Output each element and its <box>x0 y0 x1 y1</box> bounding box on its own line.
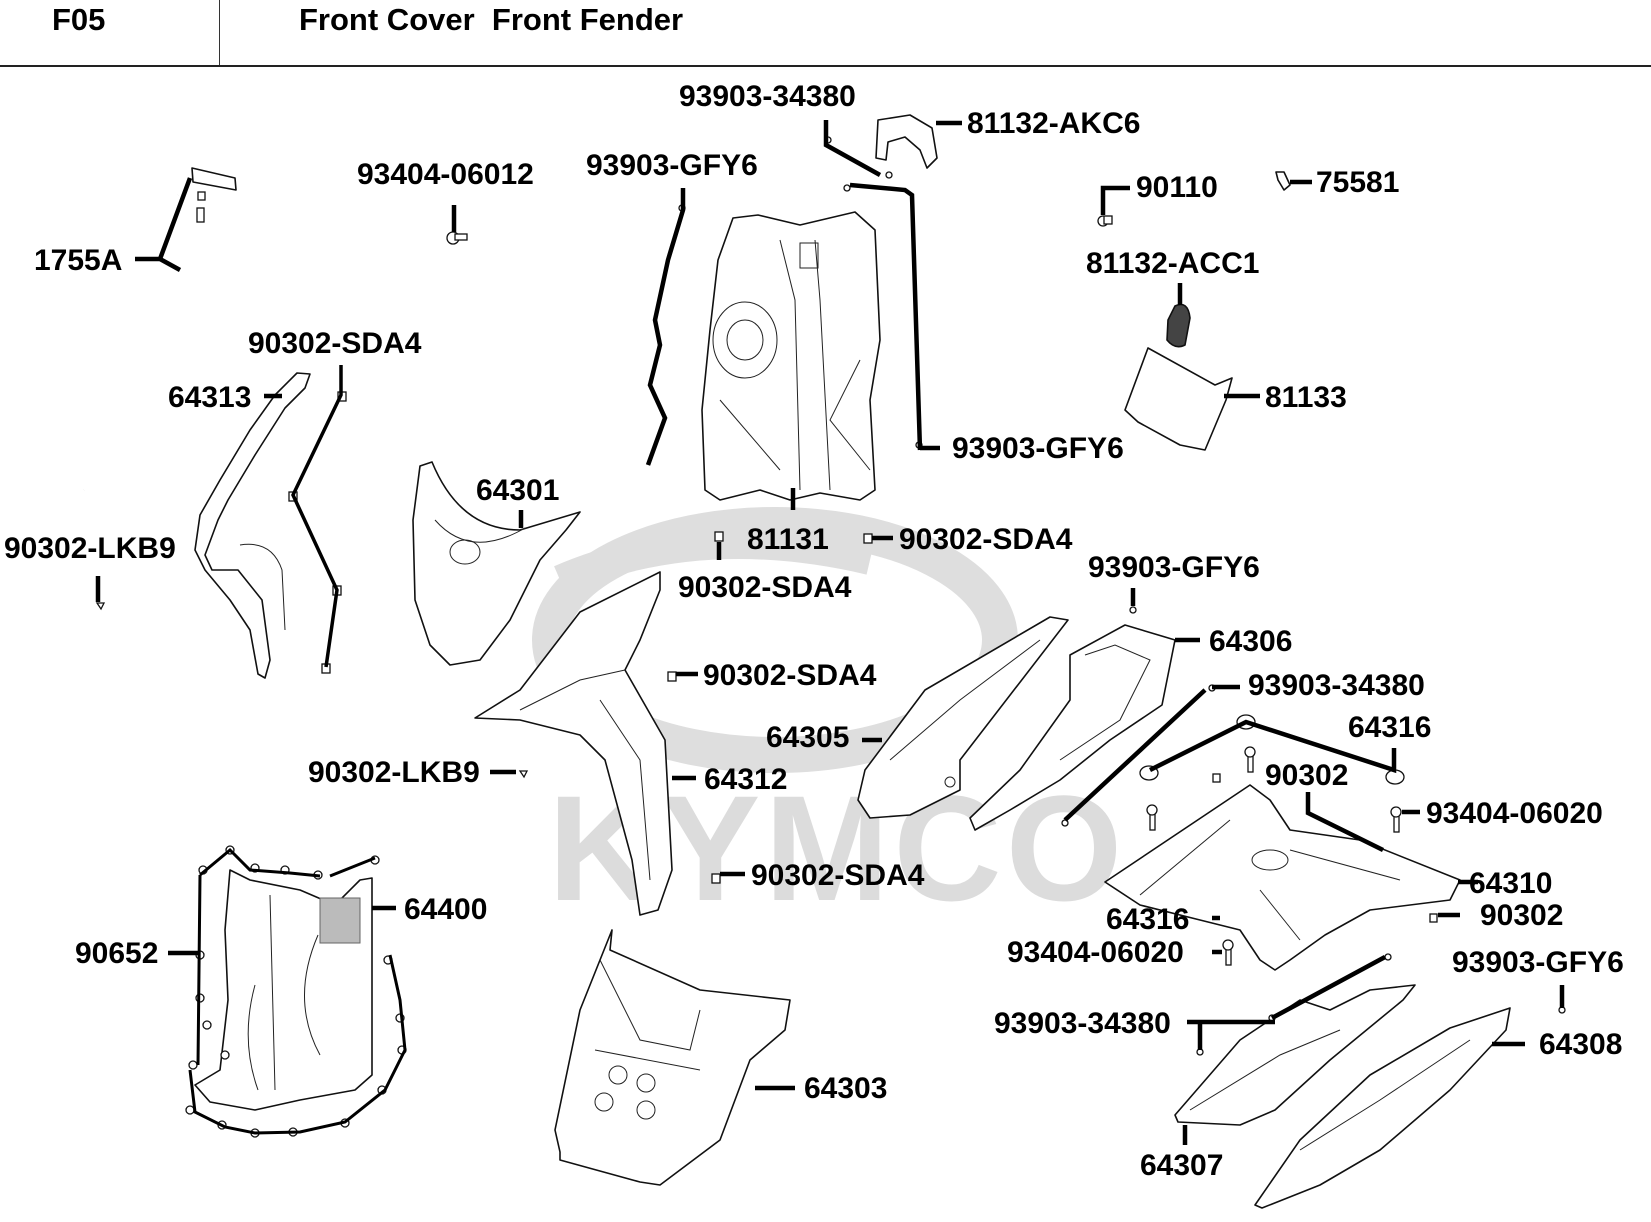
callout-64307[interactable]: 64307 <box>1140 1149 1223 1182</box>
callout-93404-06020-upper[interactable]: 93404-06020 <box>1426 797 1603 830</box>
part-93404-06012-screw[interactable] <box>446 231 468 245</box>
callout-75581[interactable]: 75581 <box>1316 166 1399 199</box>
leader-lines <box>95 120 1565 1145</box>
part-75581-clip[interactable] <box>1275 171 1291 191</box>
part-93404-06020-bolts[interactable] <box>1146 746 1402 966</box>
callout-90110[interactable]: 90110 <box>1136 171 1218 204</box>
callout-90302-lower[interactable]: 90302 <box>1480 899 1563 932</box>
part-1755a-cable[interactable] <box>82 167 237 491</box>
callout-93903-gfy6-lower[interactable]: 93903-GFY6 <box>1452 946 1624 979</box>
callout-93404-06020-lower[interactable]: 93404-06020 <box>1007 936 1184 969</box>
part-81132-acc1[interactable] <box>1166 303 1191 348</box>
part-64303-front-fender[interactable] <box>554 929 791 1186</box>
callout-90302-sda4-lower[interactable]: 90302-SDA4 <box>751 859 925 892</box>
part-64308-lower-cover[interactable] <box>1254 1007 1511 1209</box>
part-64400-inner-fender[interactable] <box>194 869 373 1111</box>
callout-64316-upper[interactable]: 64316 <box>1348 711 1431 744</box>
part-64305-side-cover[interactable] <box>857 616 1069 819</box>
callout-93903-gfy6-mid[interactable]: 93903-GFY6 <box>1088 551 1260 584</box>
callout-90302-sda4-panel[interactable]: 90302-SDA4 <box>703 659 877 692</box>
callout-81133[interactable]: 81133 <box>1265 381 1347 414</box>
part-81131-inner-cover[interactable] <box>701 211 881 501</box>
callout-93903-gfy6-right[interactable]: 93903-GFY6 <box>952 432 1124 465</box>
callout-64316-lower[interactable]: 64316 <box>1106 903 1189 936</box>
callout-90302-lkb9-left[interactable]: 90302-LKB9 <box>4 532 176 565</box>
watermark-swoosh <box>554 529 874 594</box>
part-64301[interactable] <box>412 461 581 666</box>
part-64310-floor-panel[interactable] <box>1104 784 1461 971</box>
callout-64312[interactable]: 64312 <box>704 763 787 796</box>
callout-64303[interactable]: 64303 <box>804 1072 887 1105</box>
callout-64400[interactable]: 64400 <box>404 893 487 926</box>
callout-1755a[interactable]: 1755A <box>34 244 122 277</box>
callout-93903-34380-lower[interactable]: 93903-34380 <box>994 1007 1171 1040</box>
callout-81132-acc1[interactable]: 81132-ACC1 <box>1086 247 1259 280</box>
diagram-header: F05 Front Cover Front Fender <box>0 0 1651 67</box>
callout-90302-sda4-left[interactable]: 90302-SDA4 <box>248 327 422 360</box>
part-90302-sda4-clips-left[interactable] <box>288 391 347 674</box>
callout-64306[interactable]: 64306 <box>1209 625 1292 658</box>
callout-90302-lkb9-mid[interactable]: 90302-LKB9 <box>308 756 480 789</box>
watermark-ring <box>532 507 1018 773</box>
part-90652-clips[interactable] <box>185 845 407 1138</box>
part-64313-bracket[interactable] <box>194 372 311 679</box>
part-64306-side-cover[interactable] <box>969 624 1176 831</box>
part-81132-akc6[interactable] <box>875 114 938 169</box>
callout-90302-upper[interactable]: 90302 <box>1265 759 1348 792</box>
callout-64310[interactable]: 64310 <box>1469 867 1552 900</box>
callout-labels: 93903-34380 81132-AKC6 93404-06012 93903… <box>4 80 1624 1182</box>
part-90302-lkb9-screw-mid[interactable] <box>518 770 529 779</box>
callout-90652[interactable]: 90652 <box>75 937 158 970</box>
part-81133[interactable] <box>1124 347 1233 451</box>
callout-81131[interactable]: 81131 <box>747 523 829 556</box>
section-title: Front Cover Front Fender <box>299 2 684 37</box>
callout-93903-34380-top[interactable]: 93903-34380 <box>679 80 856 113</box>
callout-93903-gfy6-left[interactable]: 93903-GFY6 <box>586 149 758 182</box>
callout-90302-sda4-right[interactable]: 90302-SDA4 <box>899 523 1073 556</box>
callout-64313[interactable]: 64313 <box>168 381 251 414</box>
section-code: F05 <box>52 2 106 37</box>
part-90302-clips-right[interactable] <box>1212 773 1438 923</box>
callout-64301[interactable]: 64301 <box>476 474 559 507</box>
callout-64305[interactable]: 64305 <box>766 721 849 754</box>
part-90110-bolt[interactable] <box>1097 215 1113 227</box>
callout-93404-06012[interactable]: 93404-06012 <box>357 158 534 191</box>
callout-90302-sda4-center[interactable]: 90302-SDA4 <box>678 571 852 604</box>
header-divider <box>219 0 220 65</box>
part-64312-front-panel[interactable] <box>474 571 673 916</box>
part-90302-lkb9-screw[interactable] <box>95 602 106 611</box>
callout-81132-akc6[interactable]: 81132-AKC6 <box>967 107 1140 140</box>
callout-64308[interactable]: 64308 <box>1539 1028 1622 1061</box>
callout-93903-34380-mid[interactable]: 93903-34380 <box>1248 669 1425 702</box>
